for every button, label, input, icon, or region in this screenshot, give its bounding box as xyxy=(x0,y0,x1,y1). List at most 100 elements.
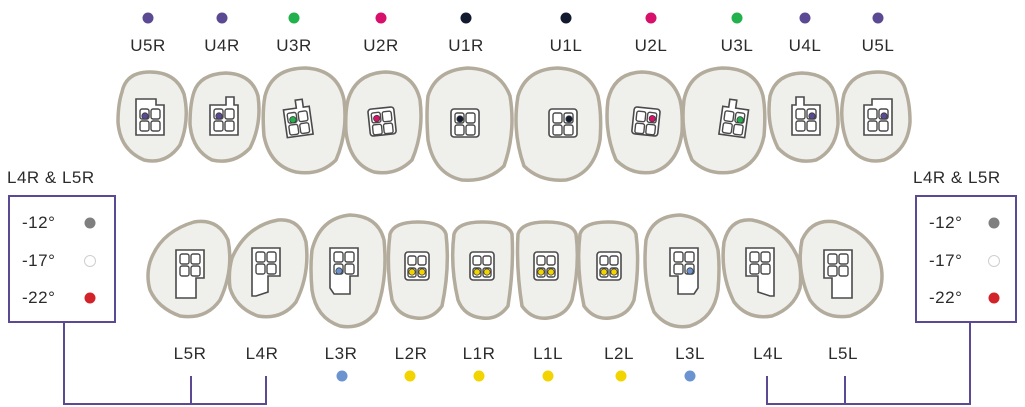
bracket-dot-l3l xyxy=(686,267,694,275)
upper-dot-u2r xyxy=(375,12,387,24)
tooth-label-l5l: L5L xyxy=(828,344,858,363)
bracket-u1l xyxy=(548,108,578,138)
legend-swatch-right-3 xyxy=(988,292,1000,304)
legend-title-right: L4R & L5R xyxy=(913,168,1001,187)
lower-dot-l2l xyxy=(615,370,627,382)
connector-right xyxy=(766,322,971,405)
legend-option-right-2: -17° xyxy=(929,251,962,270)
tooth-label-u3l: U3L xyxy=(721,36,754,55)
legend-option-left-2: -17° xyxy=(22,251,55,270)
lower-dot-l2r xyxy=(404,370,416,382)
bracket-dot-l2l-a xyxy=(600,268,608,276)
bracket-dot-u2r xyxy=(373,114,381,123)
bracket-u3r xyxy=(282,98,315,139)
tooth-label-u5r: U5R xyxy=(130,36,166,55)
lower-dot-l1l xyxy=(542,370,554,382)
legend-box-left xyxy=(8,195,116,323)
legend-option-right-1: -12° xyxy=(929,213,962,232)
tooth-label-l5r: L5R xyxy=(174,344,207,363)
bracket-l2l xyxy=(596,251,622,281)
tooth-label-l4r: L4R xyxy=(246,344,279,363)
legend-swatch-left-2 xyxy=(84,255,96,267)
tooth-label-u1r: U1R xyxy=(448,36,484,55)
bracket-u3l xyxy=(717,98,750,139)
tooth-label-u1l: U1L xyxy=(550,36,583,55)
tooth-label-l2r: L2R xyxy=(395,344,428,363)
bracket-u1r xyxy=(450,108,480,138)
tooth-label-l4l: L4L xyxy=(753,344,783,363)
lower-indicator-dots xyxy=(336,370,696,382)
upper-tooth-labels: U5R U4R U3R U2R U1R U1L U2L U3L U4L U5L xyxy=(130,36,894,55)
bracket-l5r xyxy=(175,249,205,299)
tooth-label-u2r: U2R xyxy=(363,36,399,55)
bracket-dot-l1l-b xyxy=(547,268,555,276)
upper-dot-u1r xyxy=(460,12,472,24)
bracket-u5r xyxy=(135,98,165,136)
bracket-u2l xyxy=(631,106,661,137)
bracket-dot-l2l-b xyxy=(610,268,618,276)
bracket-dot-u1l xyxy=(565,115,573,123)
bracket-l4r xyxy=(251,247,281,297)
bracket-l2r xyxy=(404,251,430,281)
bracket-dot-u5r xyxy=(141,112,149,120)
upper-dot-u5r xyxy=(142,12,154,24)
bracket-dot-u4l xyxy=(808,112,816,120)
upper-brackets xyxy=(135,96,893,139)
bracket-u2r xyxy=(367,106,397,137)
tooth-label-u2l: U2L xyxy=(635,36,668,55)
upper-dot-u1l xyxy=(560,12,572,24)
torque-legend-right: L4R & L5R -12° -17° -22° xyxy=(913,168,1017,323)
legend-option-right-3: -22° xyxy=(929,288,962,307)
lower-dot-l1r xyxy=(473,370,485,382)
bracket-dot-l1r-b xyxy=(483,268,491,276)
bracket-dot-l2r-b xyxy=(418,268,426,276)
lower-tooth-labels: L5R L4R L3R L2R L1R L1L L2L L3L L4L L5L xyxy=(174,344,858,363)
upper-dot-u2l xyxy=(645,12,657,24)
tooth-label-u3r: U3R xyxy=(276,36,312,55)
tooth-label-l1r: L1R xyxy=(463,344,496,363)
lower-dot-l3l xyxy=(684,370,696,382)
tooth-label-u4r: U4R xyxy=(204,36,240,55)
legend-option-left-1: -12° xyxy=(22,213,55,232)
upper-dot-u5l xyxy=(872,12,884,24)
bracket-dot-u3l xyxy=(736,116,744,124)
upper-dot-u3l xyxy=(731,12,743,24)
upper-dot-u3r xyxy=(288,12,300,24)
legend-title-left: L4R & L5R xyxy=(7,168,95,187)
bracket-dot-u4r xyxy=(215,112,223,120)
bracket-dot-u5l xyxy=(880,112,888,120)
upper-dot-u4l xyxy=(799,12,811,24)
bracket-dot-u2l xyxy=(648,115,656,123)
tooth-label-u5l: U5L xyxy=(862,36,895,55)
tooth-label-l3r: L3R xyxy=(325,344,358,363)
lower-dot-l3r xyxy=(336,370,348,382)
bracket-u5l xyxy=(863,98,893,136)
bracket-u4r xyxy=(209,96,239,136)
tooth-label-l1l: L1L xyxy=(533,344,563,363)
bracket-l3l xyxy=(669,247,699,295)
legend-option-left-3: -22° xyxy=(22,288,55,307)
bracket-dot-l1l-a xyxy=(537,268,545,276)
tooth-label-l3l: L3L xyxy=(675,344,705,363)
upper-dot-u4r xyxy=(216,12,228,24)
connector-left xyxy=(63,322,267,405)
bracket-l1r xyxy=(469,251,495,281)
tooth-label-u4l: U4L xyxy=(789,36,822,55)
bracket-l4l xyxy=(745,247,775,297)
bracket-dot-u3r xyxy=(289,116,297,124)
legend-swatch-left-1 xyxy=(84,217,96,229)
bracket-u4l xyxy=(791,96,821,136)
upper-indicator-dots xyxy=(142,12,884,24)
legend-swatch-right-2 xyxy=(988,255,1000,267)
bracket-dot-l1r-a xyxy=(473,268,481,276)
legend-swatch-left-3 xyxy=(84,292,96,304)
bracket-dot-u1r xyxy=(456,115,464,123)
bracket-l5l xyxy=(823,249,853,299)
legend-swatch-right-1 xyxy=(988,217,1000,229)
lower-brackets xyxy=(175,247,853,299)
bracket-l1l xyxy=(533,251,559,281)
bracket-dot-l3r xyxy=(335,267,343,275)
bracket-dot-l2r-a xyxy=(408,268,416,276)
tooth-label-l2l: L2L xyxy=(604,344,634,363)
